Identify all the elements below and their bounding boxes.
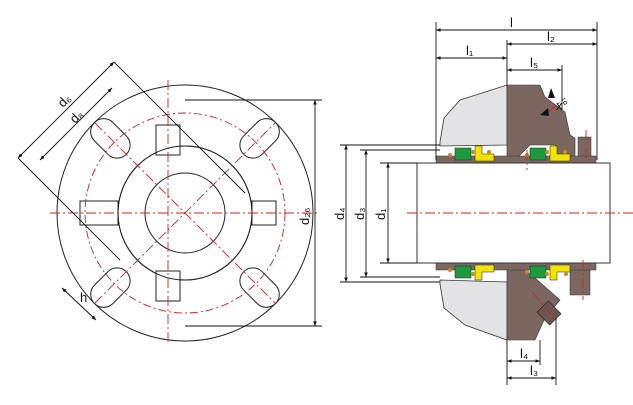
o-rings: [448, 150, 568, 276]
front-centerlines: [50, 80, 320, 345]
h-label: h: [80, 290, 87, 305]
x-angle-label: x°: [556, 98, 568, 113]
d8-label: d₈: [67, 107, 87, 127]
l3-label: l₃: [530, 363, 538, 378]
l5-label: l₅: [530, 55, 538, 70]
angle-arrow-icon: [548, 88, 555, 98]
d3-label: d₃: [352, 207, 367, 220]
seal-faces: [454, 145, 571, 281]
d1-label: d₁: [373, 208, 388, 220]
gland-bottom: [439, 279, 508, 341]
front-view: d₂₆ d₆ d₈ h: [17, 61, 322, 345]
angle-arrow-icon-2: [540, 108, 549, 116]
section-view: l l₁ l₂ l₅ x° d₄ d₃ d₁ l₄ l₃: [332, 15, 633, 385]
d4-label: d₄: [332, 207, 347, 220]
l1-label: l₁: [466, 43, 474, 58]
l4-label: l₄: [520, 346, 528, 361]
l2-label: l₂: [547, 29, 555, 44]
l-label: l: [510, 15, 513, 30]
gland-top: [439, 84, 508, 147]
d6-label: d₆: [55, 91, 74, 110]
d26-label: d₂₆: [297, 207, 312, 225]
